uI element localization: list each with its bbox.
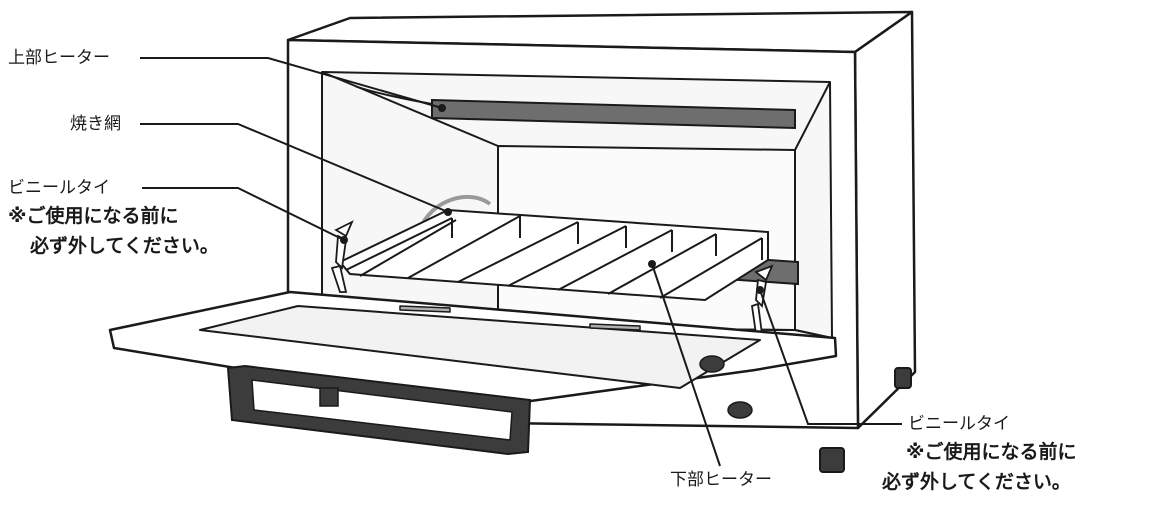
note-left-line2: 必ず外してください。 bbox=[30, 235, 219, 257]
oven-door bbox=[108, 290, 838, 410]
leader-dot-vinyl-tie-left bbox=[340, 236, 348, 244]
leader-dot-upper-heater bbox=[438, 104, 446, 112]
leader-dot-vinyl-tie-right bbox=[756, 286, 764, 294]
door-handle bbox=[226, 364, 532, 456]
note-right-line2: 必ず外してください。 bbox=[882, 471, 1071, 493]
vinyl-tie-left bbox=[330, 220, 354, 293]
leader-lower-heater bbox=[651, 263, 721, 467]
leader-vinyl-tie-right bbox=[759, 289, 902, 425]
leader-lines bbox=[140, 57, 902, 467]
door-hinges bbox=[699, 355, 753, 419]
note-right-line1: ※ご使用になる前に bbox=[906, 441, 1077, 463]
note-left-line1: ※ご使用になる前に bbox=[8, 205, 179, 227]
leader-dot-lower-heater bbox=[648, 260, 656, 268]
leader-grill-rack bbox=[140, 123, 449, 213]
leader-dot-grill-rack bbox=[444, 208, 452, 216]
label-vinyl-tie-left: ビニールタイ bbox=[8, 178, 110, 198]
label-grill-rack: 焼き網 bbox=[70, 114, 121, 134]
label-vinyl-tie-right: ビニールタイ bbox=[908, 414, 1010, 434]
label-upper-heater: 上部ヒーター bbox=[8, 48, 110, 68]
leader-vinyl-tie-left bbox=[142, 187, 345, 241]
label-lower-heater: 下部ヒーター bbox=[670, 470, 772, 490]
leader-upper-heater bbox=[140, 57, 443, 109]
